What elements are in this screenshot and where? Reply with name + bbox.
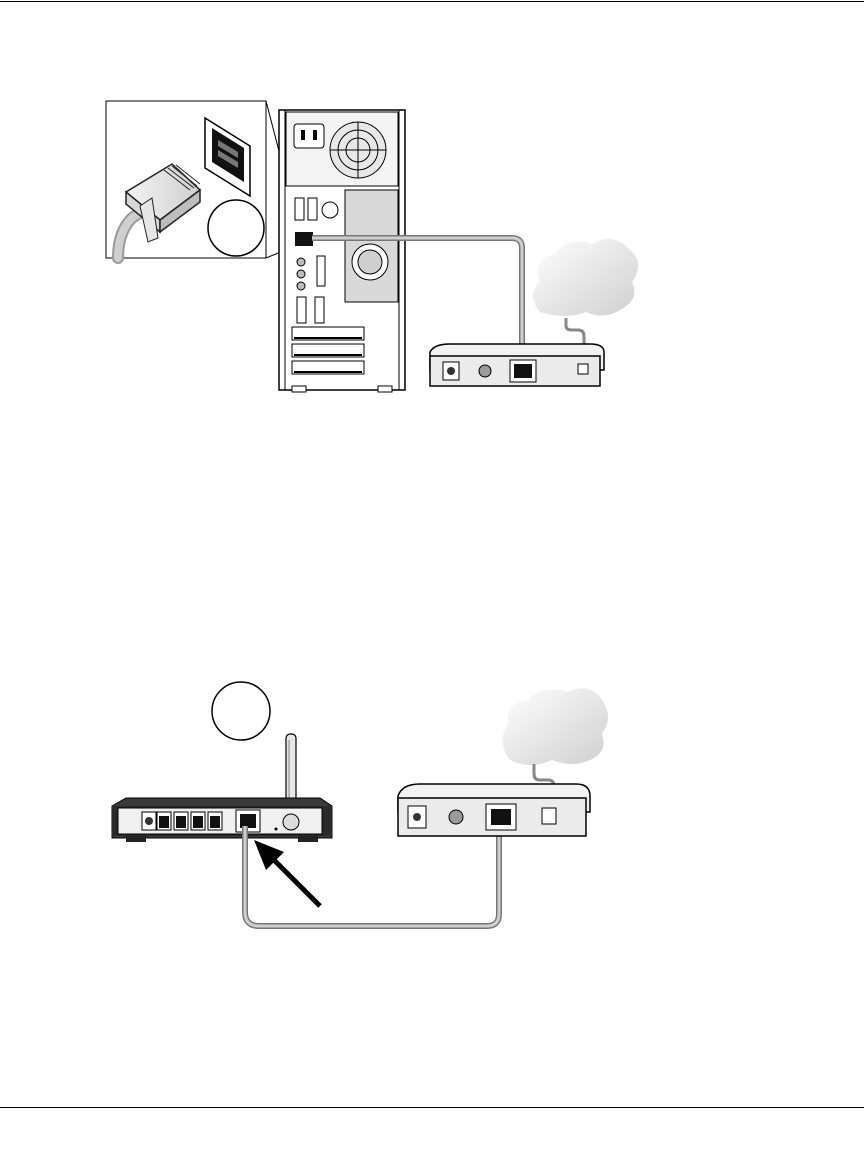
pc-ethernet-port xyxy=(295,232,313,246)
modem-icon xyxy=(430,344,604,386)
step-circle-top xyxy=(208,200,264,256)
step-circle-bottom xyxy=(212,682,270,740)
router-icon xyxy=(112,734,332,842)
modem-ethernet-port-bottom xyxy=(491,809,511,825)
cloud-icon xyxy=(533,239,638,316)
figure-top xyxy=(106,101,638,392)
ethernet-port-callout xyxy=(106,101,266,258)
pc-tower-icon xyxy=(279,110,405,392)
arrow-icon xyxy=(254,840,320,906)
modem-icon-bottom xyxy=(398,784,590,836)
modem-ethernet-port xyxy=(514,364,532,378)
cloud-icon-bottom xyxy=(502,688,608,765)
figure-bottom xyxy=(112,682,608,926)
